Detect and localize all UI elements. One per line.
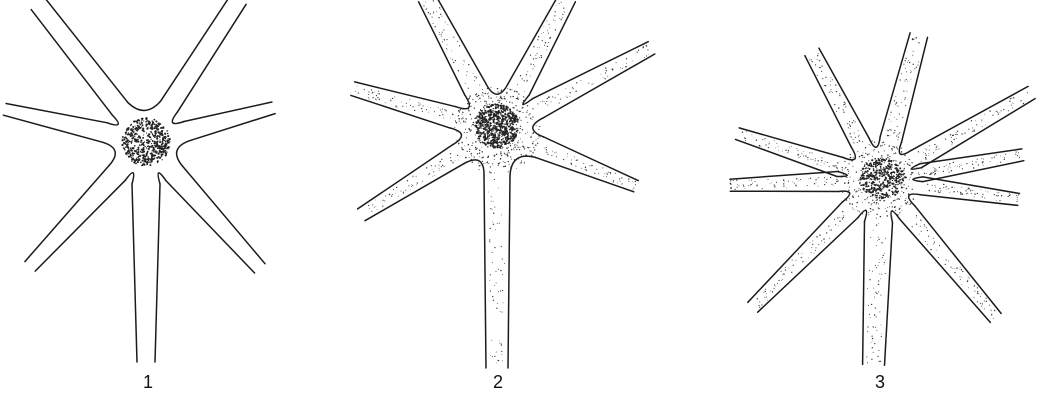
soma-outline	[128, 101, 161, 110]
panel-label-3: 3	[875, 372, 885, 392]
soma-outline	[523, 95, 533, 105]
soma-outline	[843, 148, 855, 160]
soma-outline	[464, 160, 484, 176]
nucleus	[121, 117, 170, 166]
process-edge	[177, 4, 246, 112]
soma-outline	[158, 173, 166, 184]
soma-outline	[837, 172, 847, 177]
process-edge	[911, 86, 1028, 150]
soma-outline	[913, 177, 923, 182]
process-edge	[902, 37, 928, 142]
process-edge	[132, 184, 137, 362]
process-edge	[25, 165, 109, 261]
process-edge	[730, 172, 838, 180]
process-edge	[484, 176, 486, 368]
soma-outline	[533, 118, 544, 137]
process-edge	[508, 0, 560, 84]
process-edge	[45, 0, 128, 103]
process-edge	[921, 99, 1035, 168]
process-edge	[739, 128, 843, 158]
soma-outline	[107, 115, 118, 125]
process-edge	[920, 149, 1022, 164]
process-edge	[161, 0, 232, 101]
panel-label-1: 1	[143, 372, 153, 392]
neuron-panel-3	[730, 33, 1035, 366]
process-edge	[863, 222, 865, 365]
soma-outline	[510, 156, 536, 176]
soma-outline	[103, 142, 115, 165]
process-edge	[536, 157, 634, 191]
soma-outline	[450, 128, 462, 145]
soma-outline	[177, 141, 190, 166]
process-edge	[819, 48, 869, 138]
nucleus	[859, 158, 906, 200]
panel-label-2: 2	[493, 372, 503, 392]
process-edge	[758, 218, 858, 313]
soma-outline	[172, 112, 184, 123]
process-edge	[544, 137, 639, 181]
process-edge	[358, 145, 453, 209]
process-edge	[915, 206, 1001, 314]
neuron-panel-2	[351, 0, 655, 368]
process-edge	[920, 195, 1018, 206]
process-edge	[365, 164, 464, 221]
soma-outline	[456, 95, 470, 109]
process-edge	[355, 82, 456, 107]
soma-outline	[125, 173, 133, 184]
process-edge	[155, 184, 160, 362]
neuron-panel-1	[3, 0, 275, 362]
process-edge	[182, 166, 265, 264]
process-edge	[508, 176, 510, 368]
process-edge	[880, 33, 910, 137]
process-edge	[748, 202, 843, 302]
process-edge	[923, 177, 1020, 194]
process-edge	[35, 180, 125, 271]
process-edge	[899, 219, 990, 323]
process-edge	[166, 181, 255, 273]
process-edge	[885, 223, 893, 366]
process-edge	[31, 10, 112, 116]
soma-outline	[899, 142, 911, 154]
